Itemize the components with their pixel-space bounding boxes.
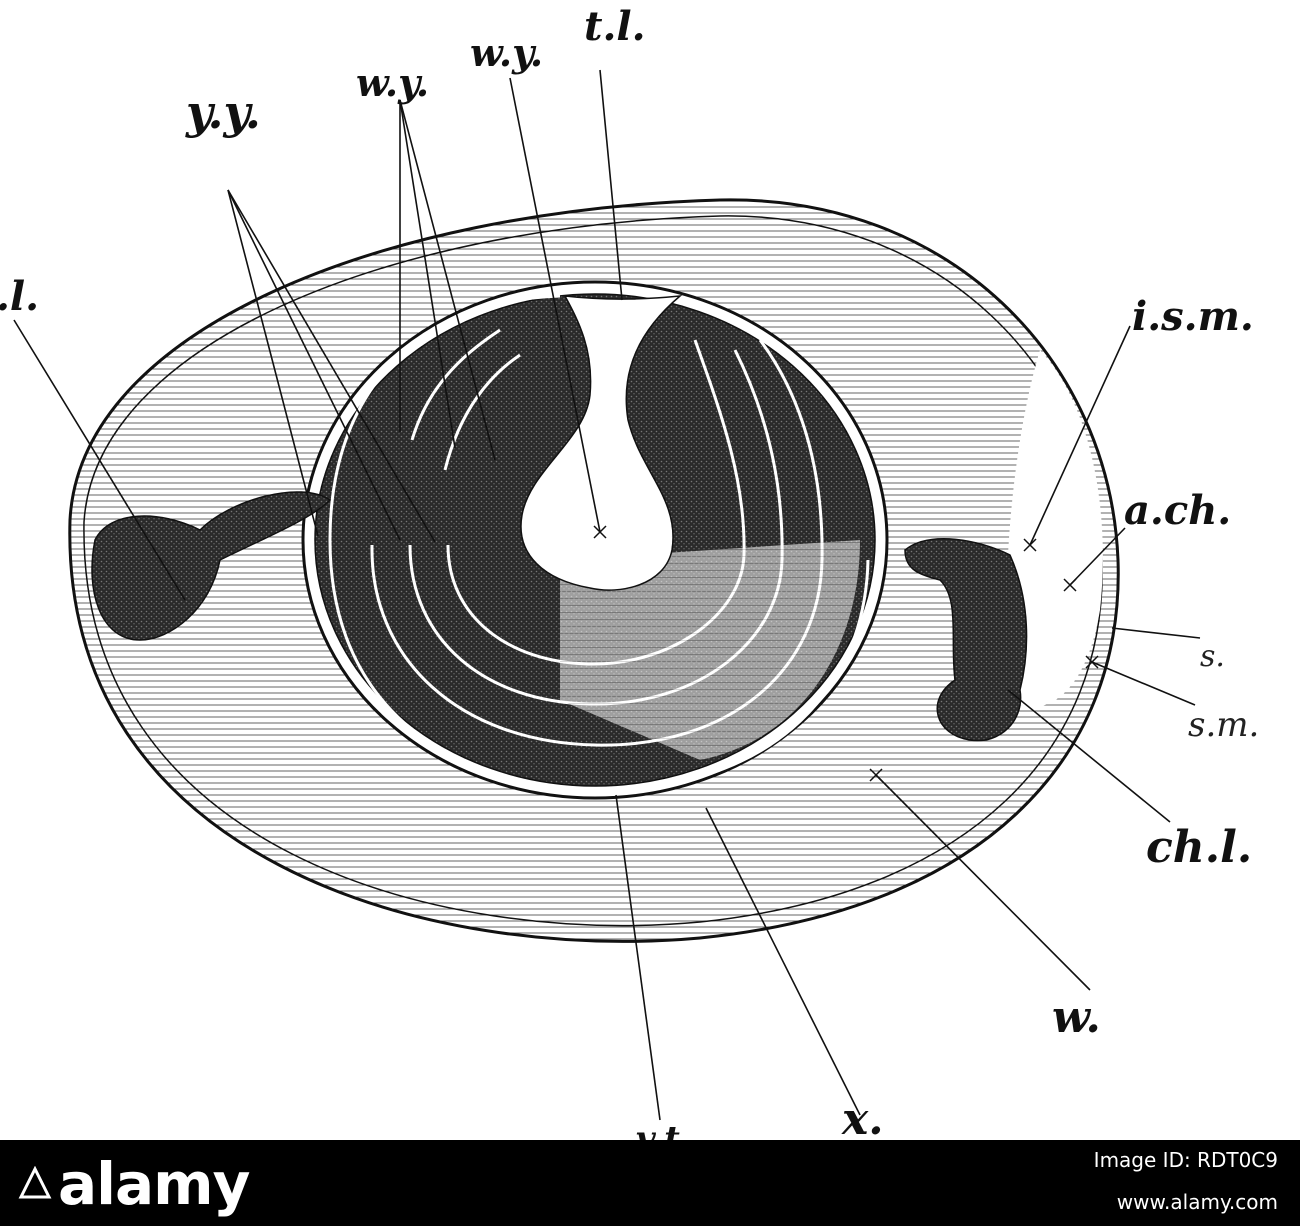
label-ach: a.ch. [1124,487,1231,534]
site-url-text: www.alamy.com [1116,1190,1278,1214]
label-vt: v.t. [636,1119,692,1140]
chalaza-right [904,538,1028,742]
yolk [301,280,889,800]
label-yy: y.y. [185,85,261,139]
figure-labels: t.l. w.y. w.y. y.y. .l. i.s.m. a.ch. s. … [0,3,1259,1140]
egg-diagram: t.l. w.y. w.y. y.y. .l. i.s.m. a.ch. s. … [0,3,1259,1140]
alamy-logo-icon [18,1166,52,1199]
label-ism: i.s.m. [1132,293,1254,340]
label-tl: t.l. [584,3,646,50]
label-wy-left: w.y. [356,60,429,105]
label-sm: s.m. [1188,705,1259,745]
label-x: x. [841,1094,884,1140]
label-chl-left: .l. [0,273,39,320]
chalaza-left [91,491,332,641]
leader-lines [13,69,1201,1121]
label-wy-top: w.y. [470,30,543,75]
image-id-text: Image ID: RDT0C9 [1093,1148,1278,1172]
label-s: s. [1200,639,1225,674]
brand-logo-text: alamy [58,1150,250,1218]
label-w: w. [1052,992,1101,1043]
label-chl-right: ch.l. [1146,822,1252,873]
stock-watermark-bar: alamy Image ID: RDT0C9 www.alamy.com [0,1140,1300,1226]
marker-crosses [593,525,1099,782]
